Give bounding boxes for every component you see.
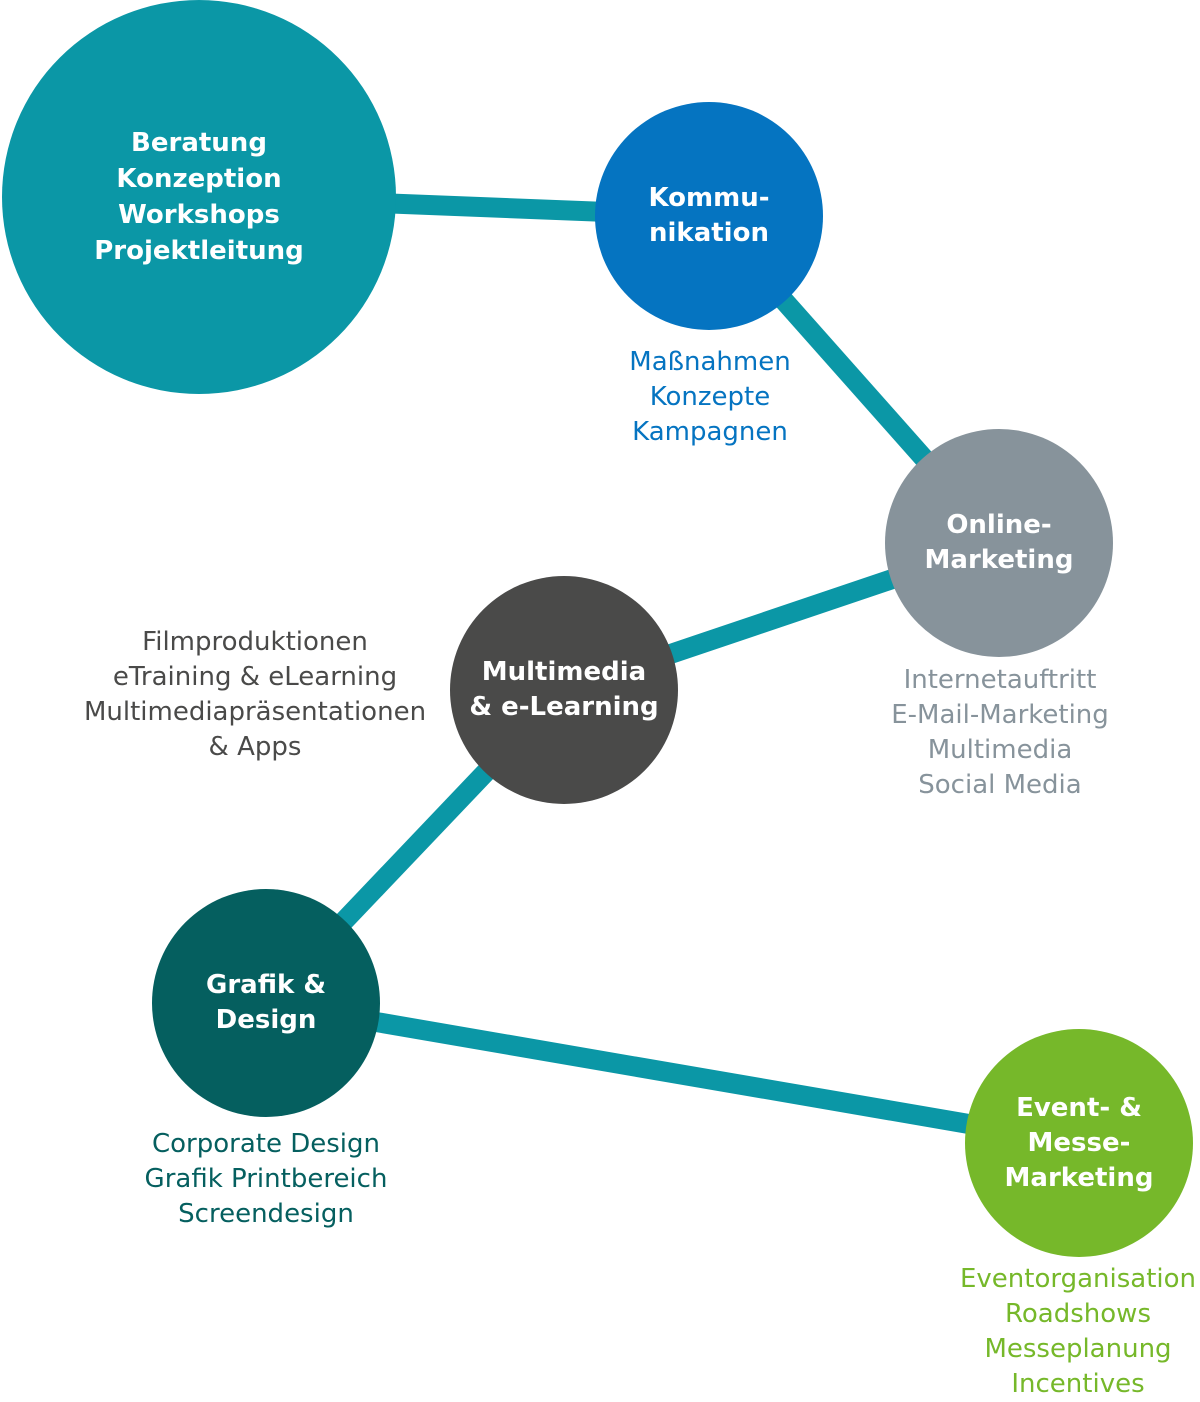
text-line: Konzeption — [116, 164, 282, 194]
node-online-marketing-label: Online- Marketing — [925, 508, 1074, 578]
text-line: & Apps — [208, 732, 302, 762]
text-line: Kommu- — [648, 183, 770, 213]
node-event-messe[interactable]: Event- & Messe- Marketing — [965, 1029, 1193, 1257]
text-line: Eventorganisation — [959, 1264, 1197, 1294]
text-line: Filmproduktionen — [142, 627, 368, 657]
text-line: Konzepte — [649, 382, 771, 412]
node-online-marketing[interactable]: Online- Marketing — [885, 429, 1113, 657]
text-line: E-Mail-Marketing — [891, 700, 1109, 730]
node-grafik-design-label: Grafik & Design — [206, 968, 326, 1038]
text-line: nikation — [649, 218, 769, 248]
node-kommunikation[interactable]: Kommu-nikation — [595, 102, 823, 330]
text-line: Projektleitung — [94, 236, 304, 266]
text-line: Multimedia — [481, 657, 647, 687]
text-line: Incentives — [1011, 1369, 1145, 1399]
text-line: Messe- — [1027, 1127, 1131, 1158]
text-line: Multimediapräsentationen — [83, 697, 427, 727]
node-multimedia-label: Multimedia & e-Learning — [469, 655, 658, 725]
text-line: Maßnahmen — [629, 347, 791, 377]
node-multimedia[interactable]: Multimedia & e-Learning — [450, 576, 678, 804]
text-line: eTraining & eLearning — [112, 662, 398, 692]
text-line: Kampagnen — [632, 417, 788, 447]
node-grafik-design[interactable]: Grafik & Design — [152, 889, 380, 1117]
text-line: Social Media — [918, 770, 1082, 800]
connector-grafik-event — [264, 993, 1081, 1153]
text-line: Workshops — [118, 200, 280, 230]
text-line: Corporate Design — [151, 1129, 380, 1159]
text-line: Multimedia — [927, 735, 1073, 765]
text-line: Design — [215, 1005, 317, 1035]
text-line: Marketing — [924, 545, 1074, 575]
text-line: Screendesign — [178, 1199, 354, 1229]
text-line: & e-Learning — [469, 692, 659, 722]
text-line: Marketing — [1004, 1162, 1154, 1193]
text-line: Internetauftritt — [903, 665, 1097, 695]
text-line: Event- & — [1016, 1092, 1142, 1123]
node-event-messe-label: Event- & Messe- Marketing — [1005, 1091, 1154, 1196]
text-line: Roadshows — [1005, 1299, 1151, 1329]
node-kommunikation-label: Kommu-nikation — [648, 181, 769, 251]
text-line: Grafik & — [206, 970, 326, 1000]
text-line: Messeplanung — [984, 1334, 1172, 1364]
text-line: Beratung — [131, 128, 267, 158]
text-line: Grafik Printbereich — [144, 1164, 388, 1194]
text-line: Online- — [946, 510, 1052, 540]
